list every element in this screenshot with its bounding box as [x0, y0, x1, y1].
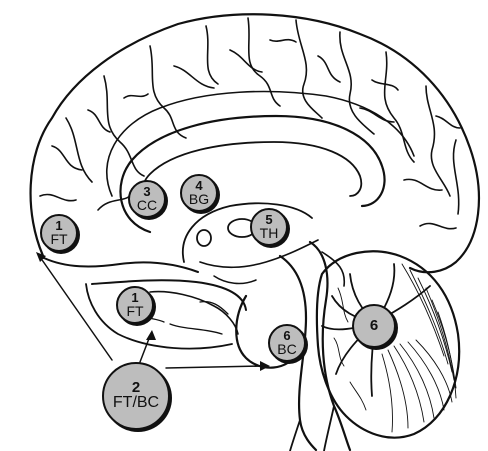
anterior-commissure [197, 230, 211, 246]
marker-6-bc: 6 BC [268, 324, 306, 362]
marker-label: FT/BC [113, 395, 159, 411]
third-ventricle-floor [200, 240, 318, 267]
temporal-lower [86, 284, 232, 349]
marker-1-frontal-upper: 1 FT [40, 214, 78, 252]
marker-number: 6 [370, 318, 378, 333]
marker-label: CC [137, 198, 157, 212]
leader-line-brainstem [166, 366, 264, 368]
sulci [40, 18, 460, 229]
cerebellum-outline [317, 251, 459, 437]
arrowhead-brainstem [260, 361, 270, 371]
corpus-callosum [120, 116, 384, 232]
optic-region [150, 292, 238, 334]
brainstem-posterior [310, 242, 350, 450]
marker-number: 2 [132, 380, 140, 395]
marker-number: 6 [283, 329, 290, 342]
marker-label: FT [50, 232, 67, 246]
marker-number: 5 [265, 213, 272, 226]
marker-number: 3 [143, 185, 150, 198]
fornix [183, 203, 312, 262]
marker-5-th: 5 TH [250, 208, 288, 246]
leader-line-frontal [40, 257, 112, 360]
marker-1-frontal-lower: 1 FT [116, 286, 154, 324]
marker-2-ft-bc: 2 FT/BC [102, 362, 170, 430]
frontal-lower-outline [44, 258, 198, 272]
marker-4-bg: 4 BG [180, 174, 218, 212]
marker-number: 1 [131, 291, 138, 304]
arrowheads [36, 252, 270, 371]
marker-label: TH [260, 226, 279, 240]
marker-6-cerebellum: 6 [352, 304, 396, 348]
marker-label: BC [277, 342, 296, 356]
marker-number: 4 [195, 179, 202, 192]
hypothalamus [214, 276, 256, 283]
arrowhead-lower-frontal [146, 330, 156, 340]
marker-label: FT [126, 304, 143, 318]
marker-number: 1 [55, 219, 62, 232]
marker-3-cc: 3 CC [128, 180, 166, 218]
marker-label: BG [189, 192, 209, 206]
corpus-callosum-inner [142, 142, 361, 212]
